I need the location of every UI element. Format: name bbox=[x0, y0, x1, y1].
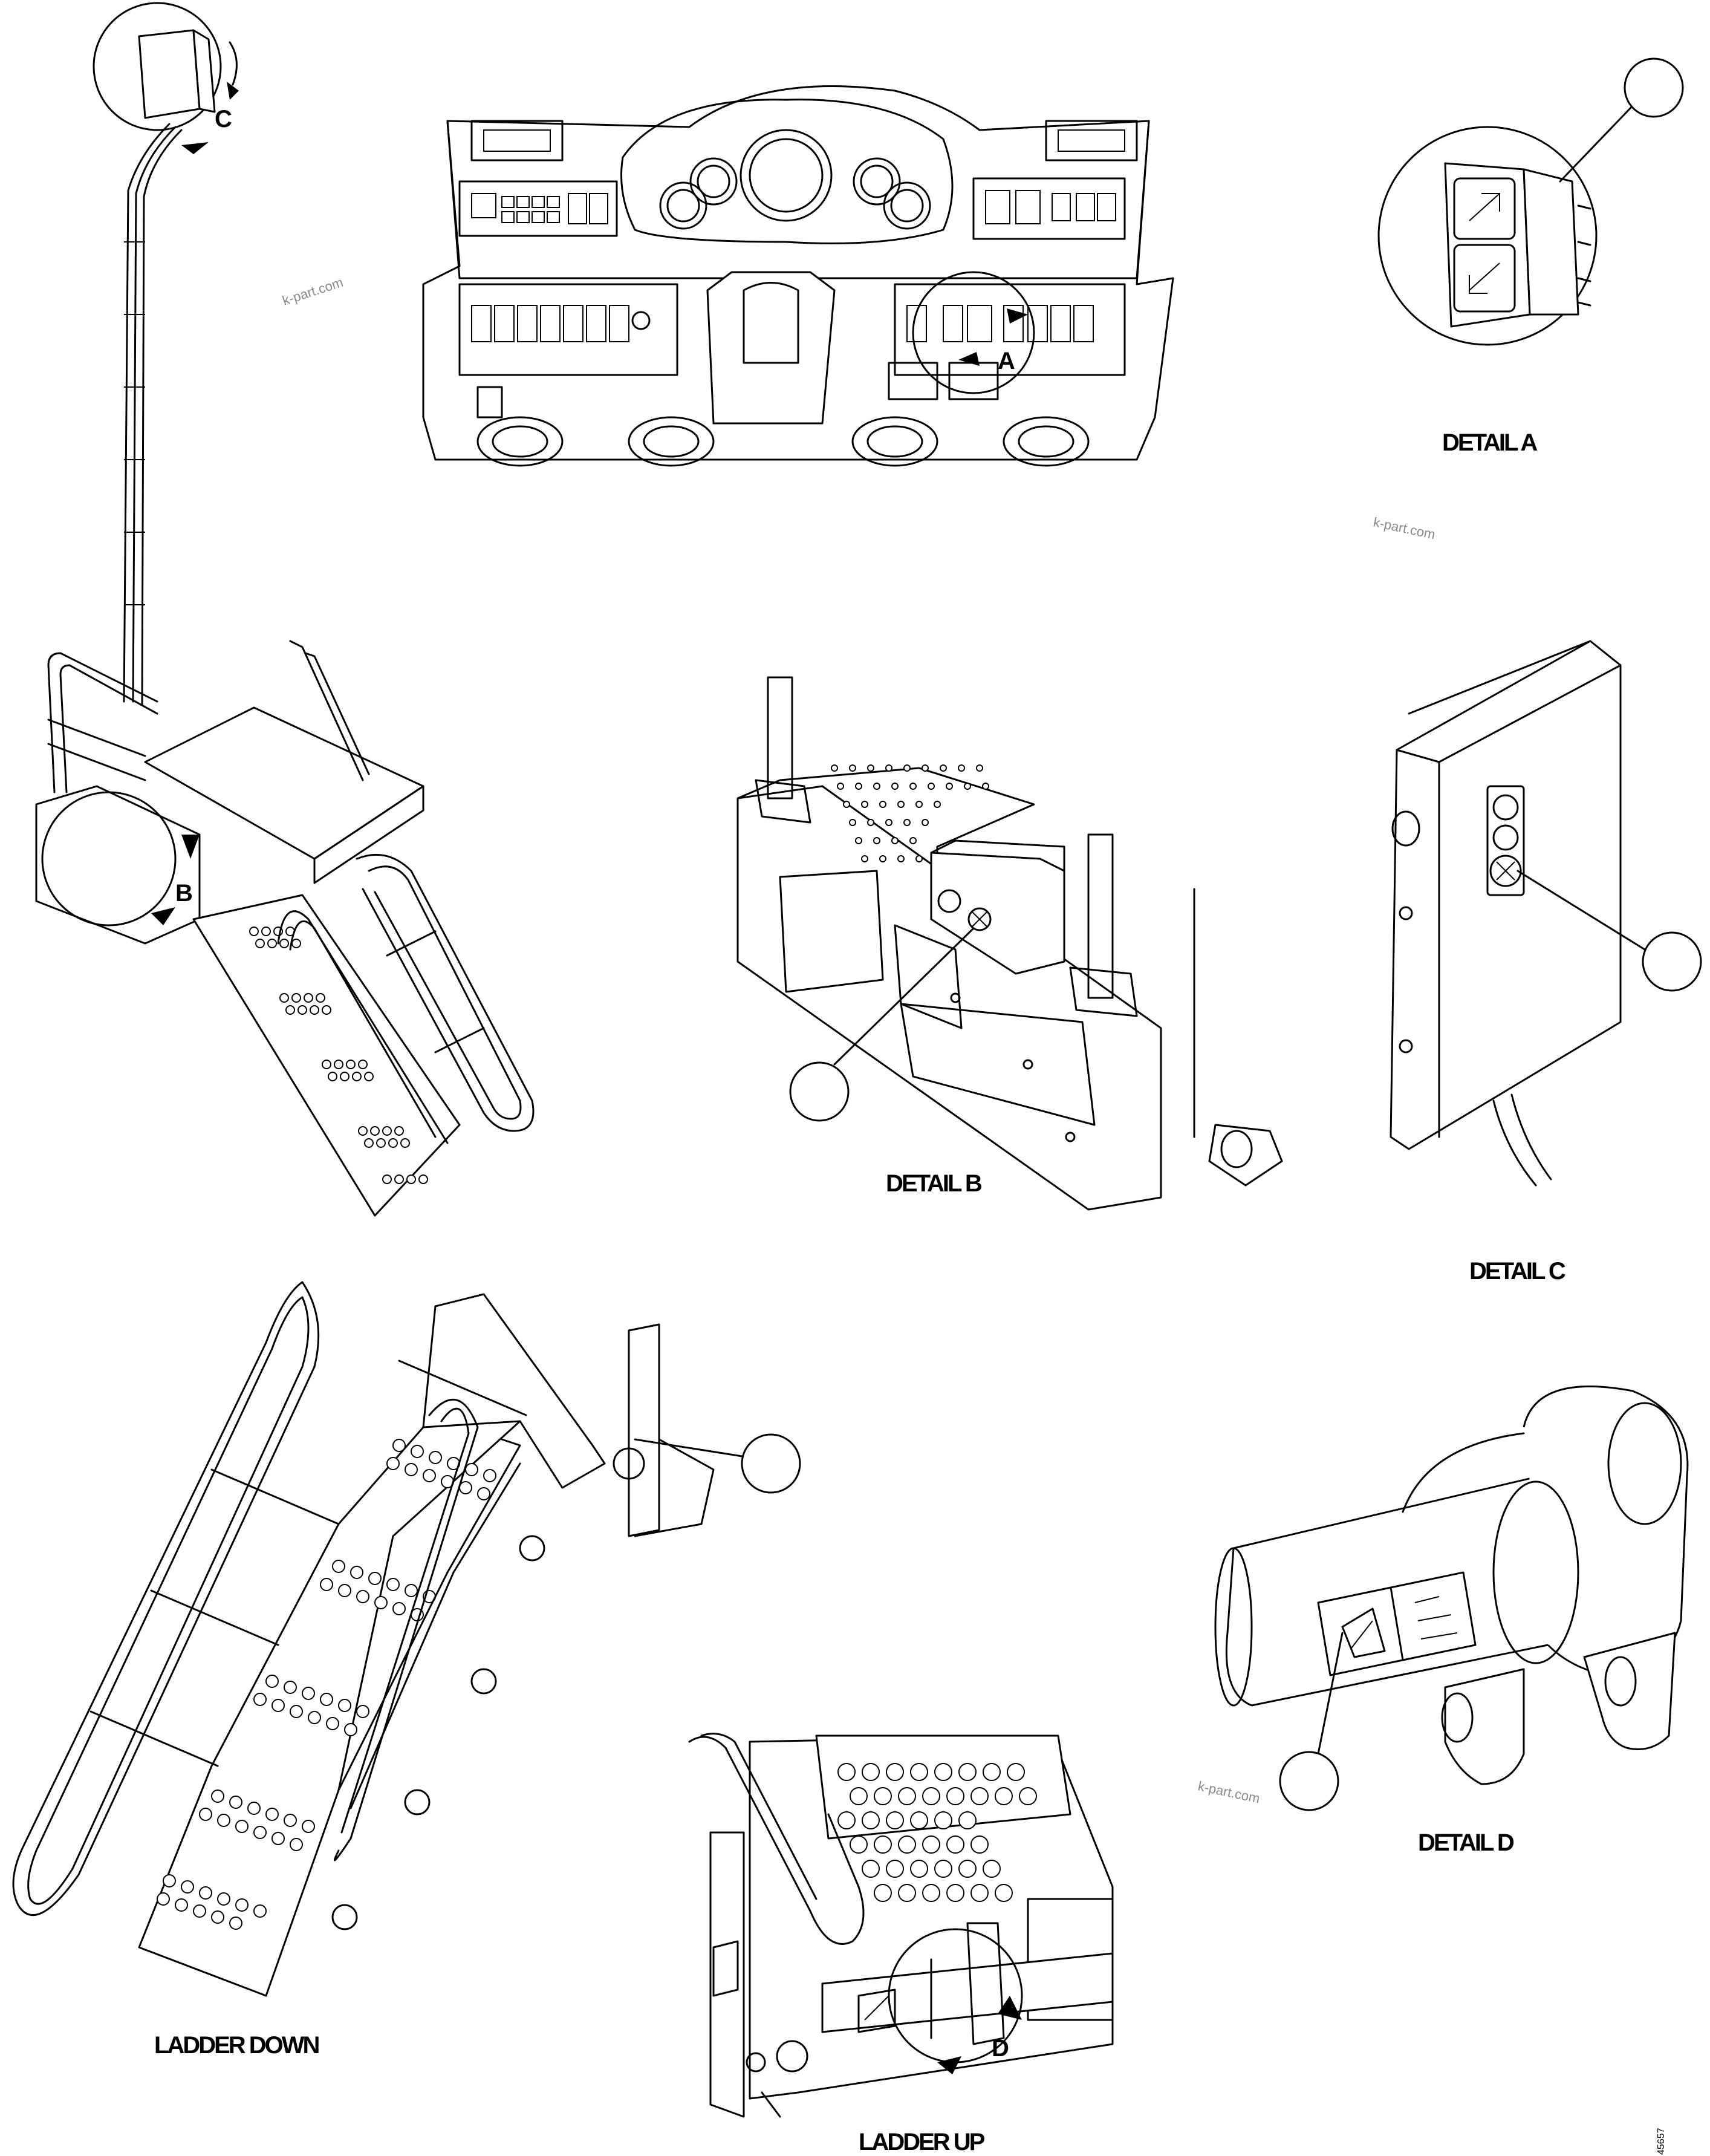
detail-c-label: DETAIL C bbox=[1469, 1258, 1565, 1285]
callout-circle-b bbox=[789, 1061, 850, 1122]
ladder-assembly-main: C B bbox=[35, 2, 535, 1217]
ladder-down-label: LADDER DOWN bbox=[154, 2032, 319, 2059]
ref-b-label: B bbox=[175, 880, 192, 907]
detail-d-hinge: DETAIL D bbox=[1214, 1386, 1689, 1856]
watermark-2: k-part.com bbox=[1372, 514, 1437, 542]
drawing-number: 45657 bbox=[1656, 2128, 1666, 2155]
ladder-up: D LADDER UP bbox=[688, 1733, 1114, 2155]
ladder-down: LADDER DOWN bbox=[12, 1281, 801, 2059]
ref-c-label: C bbox=[215, 106, 232, 132]
dashboard-console: A bbox=[422, 85, 1174, 467]
ladder-up-label: LADDER UP bbox=[859, 2129, 985, 2155]
callout-circle-c bbox=[1642, 931, 1702, 992]
detail-c-control-box: DETAIL C bbox=[1390, 640, 1702, 1285]
detail-d-label: DETAIL D bbox=[1418, 1829, 1514, 1856]
callout-circle-d1 bbox=[741, 1433, 801, 1494]
ref-d-label: D bbox=[992, 2035, 1009, 2062]
detail-b-label: DETAIL B bbox=[886, 1170, 982, 1197]
callout-circle-a bbox=[1624, 57, 1684, 118]
detail-b-platform: DETAIL B bbox=[736, 676, 1283, 1211]
ref-a-label: A bbox=[998, 348, 1015, 374]
watermark-1: k-part.com bbox=[281, 275, 345, 308]
detail-a-switch: DETAIL A bbox=[1377, 57, 1684, 456]
watermark-3: k-part.com bbox=[1197, 1778, 1261, 1806]
detail-a-label: DETAIL A bbox=[1442, 429, 1537, 456]
callout-circle-d2 bbox=[1279, 1751, 1339, 1811]
